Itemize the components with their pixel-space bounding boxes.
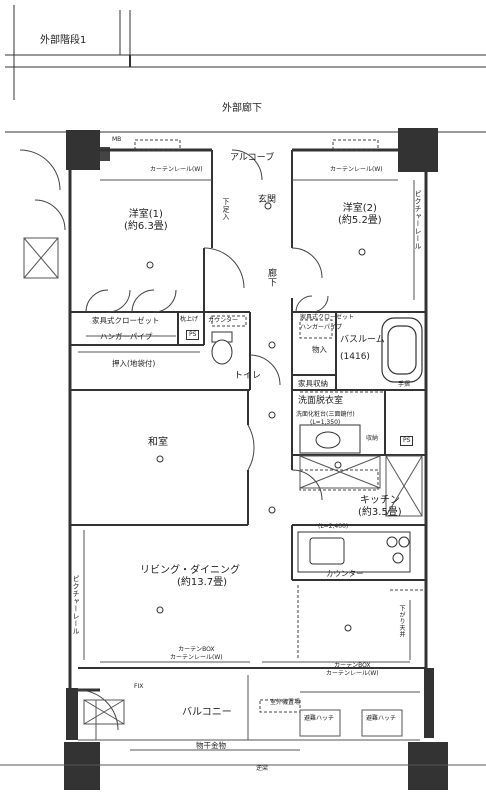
evac-hatch-2-label: 避難ハッチ bbox=[366, 715, 397, 722]
hanger-pipe-2-label: ハンガーパイプ bbox=[300, 324, 342, 331]
handrail-label: 手摺 bbox=[398, 381, 411, 388]
ps2-label: PS bbox=[400, 436, 414, 446]
furniture-storage-label: 家具収納 bbox=[298, 379, 328, 388]
kitchen-label: キッチン (約3.5畳) bbox=[358, 495, 402, 518]
shoe-storage-label: 下足入 bbox=[222, 198, 230, 221]
cross-marks bbox=[23, 237, 423, 737]
detail-lines bbox=[0, 179, 486, 766]
exterior-walls bbox=[64, 128, 448, 790]
curtain-rail-r1: カーテンレール(W) bbox=[150, 166, 203, 173]
toilet-fixture bbox=[211, 331, 233, 365]
dashed-lines bbox=[134, 139, 426, 713]
toilet-label: トイレ bbox=[234, 371, 262, 381]
light-markers bbox=[146, 202, 366, 632]
washitsu-label: 和室 bbox=[148, 437, 168, 448]
bathroom-label: バスルーム (1416) bbox=[340, 335, 385, 362]
bathtub bbox=[381, 317, 423, 383]
hallway-label: 廊下 bbox=[266, 268, 276, 287]
mb-label: MB bbox=[112, 136, 122, 143]
oshiire-label: 押入(地袋付) bbox=[112, 359, 156, 368]
curtain-box-right: カーテンBOX カーテンレール(W) bbox=[326, 662, 379, 677]
door-swings bbox=[19, 149, 329, 731]
external-corridor-label: 外部廊下 bbox=[222, 103, 262, 114]
interior-walls bbox=[69, 150, 426, 669]
evac-hatch-1-label: 避難ハッチ bbox=[304, 715, 335, 722]
living-label: リビング・ダイニング (約13.7畳) bbox=[140, 565, 240, 588]
small-storage-label: 収納 bbox=[366, 435, 379, 442]
upturned-beam-label: 逆梁 bbox=[256, 765, 269, 772]
dropped-ceiling-label: 下がり天井 bbox=[398, 605, 405, 638]
external-stair-label: 外部階段1 bbox=[40, 35, 87, 46]
laundry-pole-label: 物干金物 bbox=[196, 741, 226, 750]
closet-label: 家具式クローゼット bbox=[92, 316, 160, 325]
western-room-1-label: 洋室(1) (約6.3畳) bbox=[124, 209, 168, 232]
unit-walls bbox=[68, 148, 428, 692]
curtain-rail-r2: カーテンレール(W) bbox=[330, 166, 383, 173]
washbasin-fixture bbox=[299, 424, 361, 454]
kitchen-counter-length: (L=2,400) bbox=[318, 523, 349, 530]
hanger-pipe-label: ハンガーパイプ bbox=[100, 332, 153, 341]
storage-in-label: 物入 bbox=[312, 345, 327, 354]
balcony-label: バルコニー bbox=[182, 707, 232, 718]
wc-counter-label: カウンター bbox=[208, 317, 239, 324]
picture-rail-left: ピクチャーレール bbox=[72, 575, 80, 635]
counter-label: カウンター bbox=[326, 569, 364, 578]
curtain-box-left: カーテンBOX カーテンレール(W) bbox=[170, 646, 223, 661]
alcove-label: アルコーブ bbox=[230, 153, 275, 163]
washroom-label: 洗面脱衣室 bbox=[298, 396, 344, 406]
shelf-label: 枕上げ bbox=[180, 316, 199, 323]
washbasin-label: 洗面化粧台(三面鏡付) (L=1,350) bbox=[296, 411, 355, 426]
picture-rail-right: ピクチャーレール bbox=[414, 190, 422, 250]
entrance-label: 玄関 bbox=[258, 195, 277, 205]
outdoor-unit-label: 室外機置場 bbox=[270, 699, 301, 706]
closet-2-label: 家具式クローゼット bbox=[300, 314, 355, 321]
kitchen-fixtures bbox=[297, 531, 411, 573]
ps-label: PS bbox=[186, 330, 200, 340]
fix-label: FIX bbox=[134, 683, 144, 690]
western-room-2-label: 洋室(2) (約5.2畳) bbox=[338, 203, 382, 226]
